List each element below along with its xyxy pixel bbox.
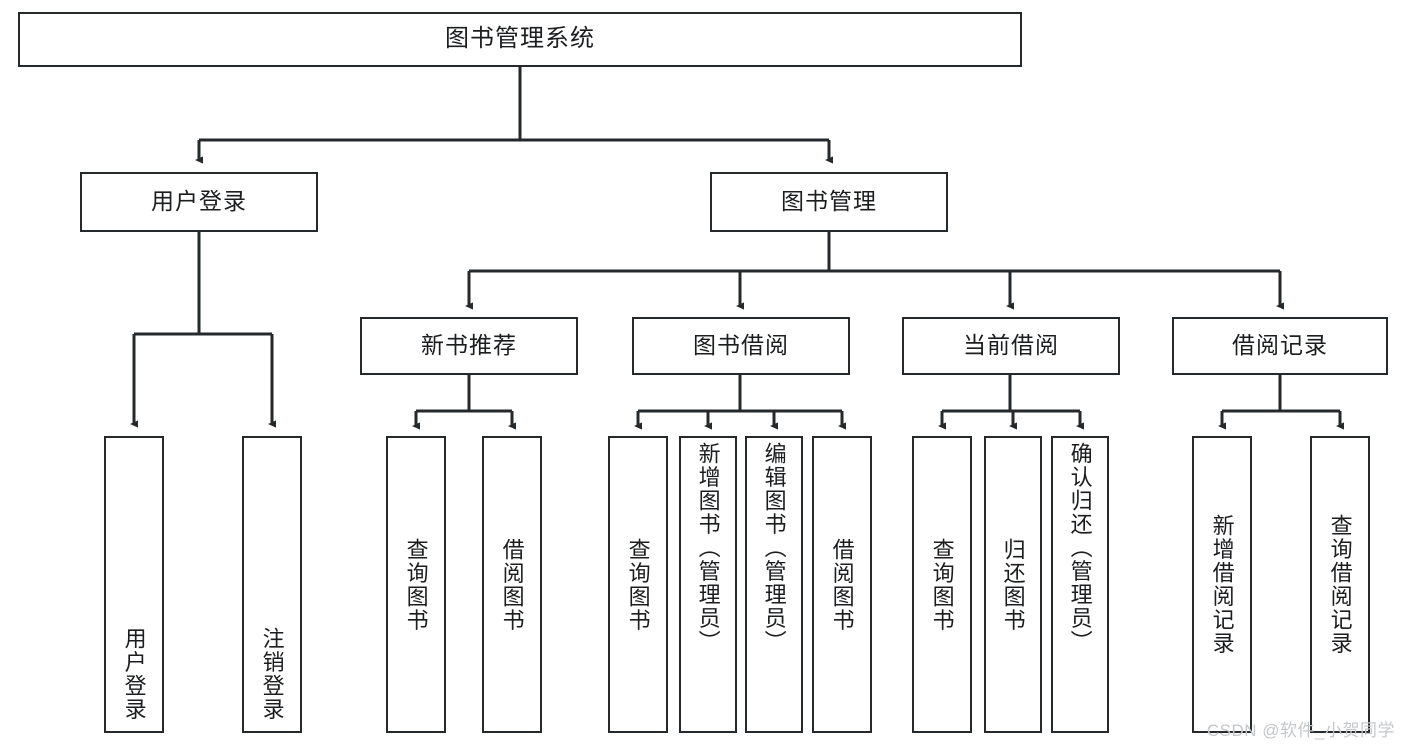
node-leaf-return-book[interactable]: 归还图书 — [984, 436, 1042, 733]
node-leaf-confirm-return[interactable]: 确认归还（管理员） — [1051, 436, 1109, 733]
node-leaf-return-book-label: 归还图书 — [1000, 537, 1026, 632]
leaf-inner: 查询图书 — [610, 438, 666, 731]
leaf-inner: 确认归还（管理员） — [1053, 438, 1107, 731]
node-book-borrow-label: 图书借阅 — [693, 332, 789, 359]
node-current-borrow-label: 当前借阅 — [963, 332, 1059, 359]
leaf-inner: 借阅图书 — [484, 438, 540, 731]
leaf-inner: 借阅图书 — [814, 438, 870, 731]
node-new-book-recommend-label: 新书推荐 — [421, 332, 517, 359]
leaf-inner: 新增借阅记录 — [1194, 438, 1250, 731]
node-leaf-user-login[interactable]: 用户登录 — [104, 436, 164, 733]
node-leaf-query-borrow-record[interactable]: 查询借阅记录 — [1310, 436, 1370, 733]
node-new-book-recommend[interactable]: 新书推荐 — [360, 317, 578, 375]
node-user-login-label: 用户登录 — [151, 188, 247, 215]
leaf-inner: 新增图书（管理员） — [681, 438, 735, 731]
leaf-inner: 查询借阅记录 — [1312, 438, 1368, 731]
node-leaf-user-login-label: 用户登录 — [121, 627, 147, 721]
node-borrow-records-label: 借阅记录 — [1232, 332, 1328, 359]
node-leaf-edit-book-label: 编辑图书（管理员） — [761, 442, 787, 654]
node-leaf-borrow-book-1[interactable]: 借阅图书 — [482, 436, 542, 733]
leaf-inner: 查询图书 — [914, 438, 970, 731]
node-user-login[interactable]: 用户登录 — [80, 172, 318, 232]
node-leaf-query-book-1-label: 查询图书 — [403, 537, 429, 632]
node-leaf-query-book-3-label: 查询图书 — [929, 537, 955, 632]
node-leaf-logout[interactable]: 注销登录 — [242, 436, 302, 733]
node-root-label: 图书管理系统 — [445, 25, 595, 53]
node-leaf-add-borrow-record[interactable]: 新增借阅记录 — [1192, 436, 1252, 733]
node-leaf-borrow-book-2-label: 借阅图书 — [829, 537, 855, 632]
leaf-inner: 编辑图书（管理员） — [747, 438, 801, 731]
leaf-inner: 查询图书 — [388, 438, 444, 731]
node-leaf-query-book-1[interactable]: 查询图书 — [386, 436, 446, 733]
node-borrow-records[interactable]: 借阅记录 — [1172, 317, 1388, 375]
watermark: CSDN @软件_小贺同学 — [1206, 721, 1395, 740]
node-book-borrow[interactable]: 图书借阅 — [632, 317, 850, 375]
node-leaf-query-book-3[interactable]: 查询图书 — [912, 436, 972, 733]
node-book-management[interactable]: 图书管理 — [710, 172, 948, 232]
node-leaf-query-borrow-record-label: 查询借阅记录 — [1327, 514, 1353, 655]
node-leaf-borrow-book-1-label: 借阅图书 — [499, 537, 525, 632]
node-leaf-borrow-book-2[interactable]: 借阅图书 — [812, 436, 872, 733]
leaf-inner: 用户登录 — [106, 438, 162, 731]
node-leaf-query-book-2[interactable]: 查询图书 — [608, 436, 668, 733]
node-leaf-add-book-label: 新增图书（管理员） — [695, 442, 721, 654]
node-leaf-query-book-2-label: 查询图书 — [625, 537, 651, 632]
leaf-inner: 注销登录 — [244, 438, 300, 731]
node-leaf-edit-book[interactable]: 编辑图书（管理员） — [745, 436, 803, 733]
node-leaf-add-book[interactable]: 新增图书（管理员） — [679, 436, 737, 733]
node-leaf-add-borrow-record-label: 新增借阅记录 — [1209, 514, 1235, 655]
node-root[interactable]: 图书管理系统 — [18, 12, 1022, 67]
node-book-management-label: 图书管理 — [781, 188, 877, 215]
node-current-borrow[interactable]: 当前借阅 — [902, 317, 1120, 375]
leaf-inner: 归还图书 — [986, 438, 1040, 731]
node-leaf-logout-label: 注销登录 — [259, 627, 285, 721]
node-leaf-confirm-return-label: 确认归还（管理员） — [1067, 442, 1093, 654]
